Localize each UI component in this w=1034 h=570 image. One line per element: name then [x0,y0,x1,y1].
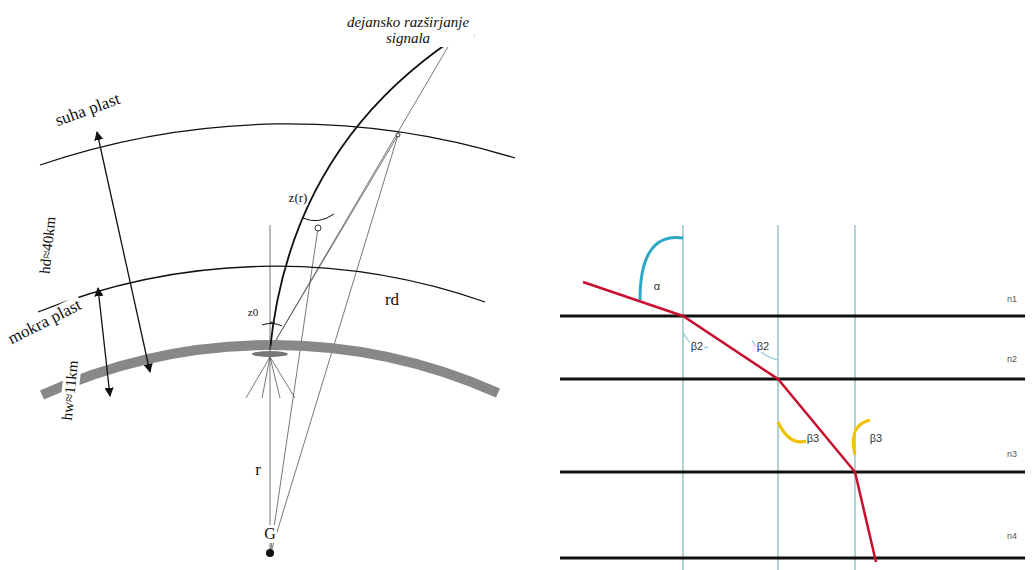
figure-label: z0 [247,306,259,318]
dry-layer-arc [40,124,515,165]
angle-arc [303,214,334,221]
angle-label: β2 [756,340,770,352]
figure-label: G [263,525,277,543]
figure-label: hw≈11km [59,358,82,422]
earth-surface [42,345,498,395]
refracted-ray [583,282,876,562]
angle-label: β3 [806,432,820,444]
angle-label: α [653,280,661,292]
point-marker [396,133,400,137]
angle-label: n4 [1006,532,1018,542]
center-point [266,549,274,557]
angle-label: β3 [869,432,883,444]
layer-boundaries [560,316,1025,558]
figure-label: z(r) [288,191,309,205]
height-arrow [97,132,150,372]
figure-label: rd [384,291,400,310]
height-arrow [98,288,110,396]
wet-layer-arc [38,266,485,312]
angle-label: n2 [1006,355,1018,365]
angle-arc [262,323,282,326]
signal-path [270,40,452,350]
angle-label: n1 [1006,295,1018,305]
angle-arc [640,238,683,300]
point-marker [315,225,321,231]
construction-lines [270,40,452,555]
figure-label: hd≈40km [37,215,60,276]
antenna-symbol [246,345,295,398]
figure-label: suha plast [52,89,124,130]
angle-arc [752,340,778,360]
figure-label: r [254,461,262,480]
figure-label: mokra plast [4,295,85,349]
angle-label: n3 [1006,450,1018,460]
angle-arc [853,420,870,455]
figure-label: dejansko razširjanje signala [342,14,474,47]
angle-arc [270,322,275,323]
normal-lines [683,225,855,570]
angle-label: β2 [690,340,704,352]
